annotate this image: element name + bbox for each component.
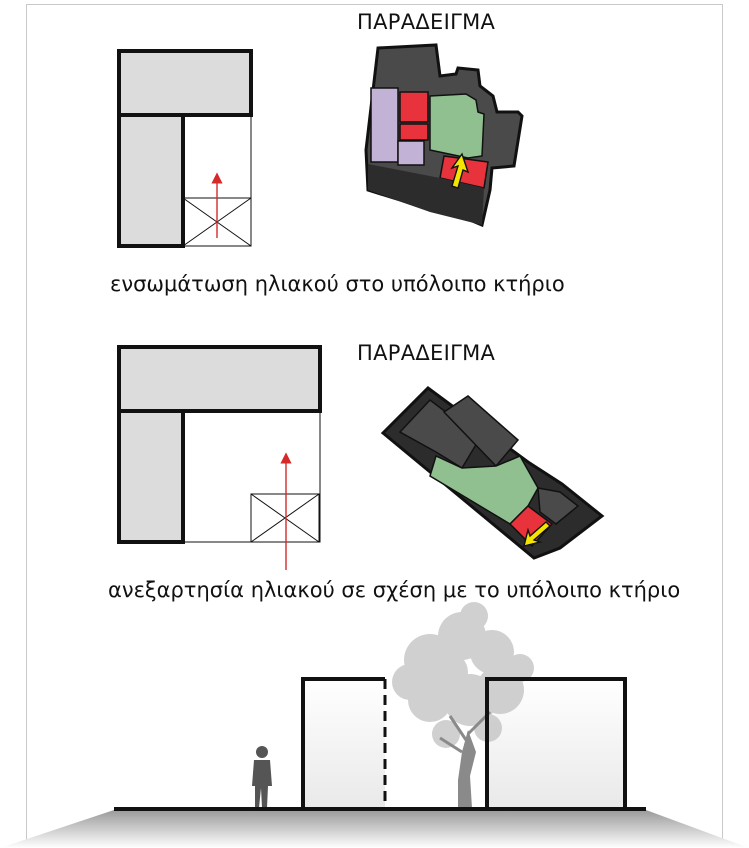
ground-shadow bbox=[0, 810, 749, 848]
red-solar-space-2 bbox=[508, 505, 554, 548]
dark-wing-2 bbox=[537, 487, 580, 525]
right-building-outline bbox=[485, 677, 627, 808]
diagram-frame bbox=[26, 4, 723, 848]
scheme-independent-plan bbox=[117, 345, 322, 570]
caption-independent: ανεξαρτησία ηλιακού σε σχέση με το υπόλο… bbox=[108, 578, 681, 602]
yellow-arrow-integrated bbox=[450, 152, 470, 189]
red-space-mid bbox=[399, 123, 429, 141]
example-title-top: ΠΑΡΑΔΕΙΓΜΑ bbox=[357, 10, 496, 34]
yellow-arrow-independent bbox=[523, 521, 552, 547]
solar-shaft-cross-box-2 bbox=[250, 493, 320, 543]
green-space-2 bbox=[429, 454, 539, 525]
example-plan-independent bbox=[380, 386, 605, 560]
dark-rooms-2 bbox=[398, 398, 481, 470]
red-space-top bbox=[399, 91, 429, 123]
left-wing-2 bbox=[117, 409, 185, 544]
top-wing bbox=[117, 49, 253, 117]
section-view bbox=[0, 602, 749, 848]
left-building-outline bbox=[301, 677, 385, 808]
scheme-integrated-plan bbox=[117, 49, 253, 248]
dark-rooms-3 bbox=[442, 395, 520, 468]
green-space bbox=[429, 93, 485, 159]
example-plan-integrated bbox=[364, 43, 524, 228]
dark-base bbox=[368, 164, 484, 225]
left-building-wall bbox=[303, 679, 385, 809]
lilac-space-small bbox=[397, 140, 425, 166]
left-wing bbox=[117, 113, 185, 248]
example-title-middle: ΠΑΡΑΔΕΙΓΜΑ bbox=[357, 341, 496, 365]
caption-integrated: ενσωμάτωση ηλιακού στο υπόλοιπο κτήριο bbox=[110, 272, 565, 296]
person-icon bbox=[252, 746, 272, 808]
top-wing-2 bbox=[117, 345, 322, 413]
lilac-space bbox=[370, 87, 399, 163]
